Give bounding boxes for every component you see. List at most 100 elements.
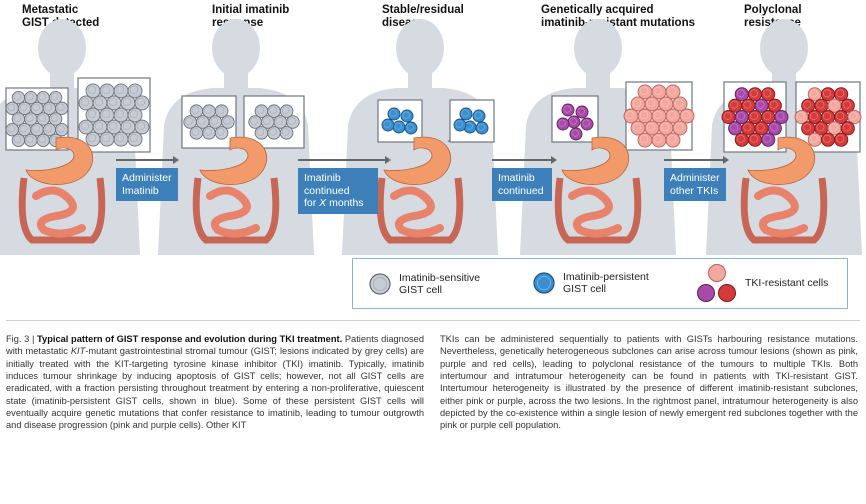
cell-nucleus (7, 125, 15, 133)
cell (214, 126, 229, 140)
cell-nucleus (750, 112, 758, 120)
cell-nucleus (723, 112, 732, 120)
cell-nucleus (461, 109, 469, 117)
cell-nucleus (223, 117, 231, 125)
cell-nucleus (750, 89, 758, 98)
legend-label-sensitive: Imatinib-sensitive GIST cell (399, 272, 481, 296)
cell (679, 108, 695, 124)
legend-box: Imatinib-sensitive GIST cell Imatinib-pe… (352, 258, 848, 309)
cell-nucleus (632, 122, 642, 132)
cell (569, 127, 583, 141)
cell-nucleus (26, 135, 34, 144)
cell-nucleus (94, 121, 104, 131)
cell-nucleus (406, 123, 414, 131)
cell-nucleus (803, 123, 812, 132)
cell-nucleus (653, 86, 663, 96)
cell (840, 98, 855, 113)
cell (561, 103, 575, 117)
cell-nucleus (809, 134, 818, 143)
cell-nucleus (816, 100, 825, 109)
cell-nucleus (288, 117, 296, 125)
cell-nucleus (569, 117, 577, 125)
cell-nucleus (87, 109, 97, 119)
legend-icons (369, 264, 736, 302)
action-2-suffix: months (326, 197, 364, 209)
cell-nucleus (87, 85, 97, 95)
lesion-box-3b (449, 99, 495, 143)
cell (472, 109, 486, 123)
cell-nucleus (44, 125, 53, 133)
cell (127, 107, 143, 123)
cell-nucleus (44, 103, 53, 112)
cell-nucleus (38, 114, 46, 122)
cell-nucleus (115, 133, 125, 143)
cell (55, 123, 69, 137)
organs-1 (18, 136, 106, 244)
lesion-box-4b (623, 81, 695, 151)
caption-title: Typical pattern of GIST response and evo… (37, 334, 343, 344)
lesion-box-3a (377, 99, 423, 143)
cell-nucleus (389, 109, 397, 117)
cell-nucleus (197, 117, 206, 125)
cell-nucleus (13, 93, 22, 101)
cell-nucleus (849, 112, 858, 120)
caption-right: TKIs can be administered sequentially to… (440, 334, 858, 431)
cell (127, 83, 143, 99)
cell-nucleus (216, 106, 225, 114)
cell (48, 112, 63, 126)
cell-nucleus (281, 106, 290, 114)
legend-label-resistant: TKI-resistant cells (745, 277, 829, 289)
cell-nucleus (674, 122, 684, 132)
cell-nucleus (816, 123, 825, 132)
cell-nucleus (210, 117, 219, 125)
caption-left-italic: KIT (70, 346, 86, 357)
lesion-box-4a (551, 95, 599, 143)
cell (214, 104, 229, 118)
cell-nucleus (743, 123, 752, 132)
cell-nucleus (26, 114, 34, 122)
cell (475, 121, 489, 135)
cell-nucleus (769, 123, 778, 132)
action-imatinib-continued: Imatinib continued (492, 168, 552, 201)
cell-nucleus (736, 89, 745, 98)
cell-nucleus (101, 133, 111, 143)
cell-nucleus (204, 128, 212, 136)
cell-nucleus (743, 100, 752, 109)
cell-nucleus (639, 110, 649, 120)
caption-left-1: Patients diagnosed with metastatic (6, 334, 424, 357)
cell-nucleus (836, 89, 845, 98)
stages-illustration (0, 19, 862, 255)
action-2-italic: X (319, 197, 327, 209)
organs-4 (554, 136, 642, 244)
cell-nucleus (7, 103, 15, 112)
cell-nucleus (730, 100, 739, 109)
action-2-prefix: Imatinib continued for (304, 172, 350, 209)
cell-nucleus (736, 134, 745, 143)
action-administer-other-tkis: Administer other TKIs (664, 168, 726, 201)
cell (761, 132, 776, 147)
cell-nucleus (769, 100, 778, 109)
cell (672, 120, 688, 136)
cell-nucleus (204, 106, 212, 114)
cell-nucleus (736, 112, 745, 120)
cell (279, 126, 294, 140)
caption-left: Fig. 3 | Typical pattern of GIST respons… (6, 333, 424, 432)
cell (840, 121, 855, 136)
cell-nucleus (80, 97, 90, 107)
cell-nucleus (730, 123, 739, 132)
cell (459, 107, 473, 121)
cell (665, 132, 681, 148)
cell-nucleus (639, 86, 649, 96)
caption-left-2: -mutant gastrointestinal stromal tumour … (6, 346, 424, 431)
cell (847, 109, 862, 125)
cell-nucleus (402, 111, 410, 119)
cell-nucleus (803, 100, 812, 109)
cell-nucleus (625, 110, 635, 120)
cell-nucleus (38, 135, 46, 144)
cell-nucleus (19, 103, 28, 112)
cell-nucleus (13, 114, 22, 122)
cell-nucleus (660, 122, 670, 132)
cell-nucleus (577, 107, 585, 115)
cell-nucleus (94, 97, 104, 107)
cell-nucleus (50, 93, 59, 101)
